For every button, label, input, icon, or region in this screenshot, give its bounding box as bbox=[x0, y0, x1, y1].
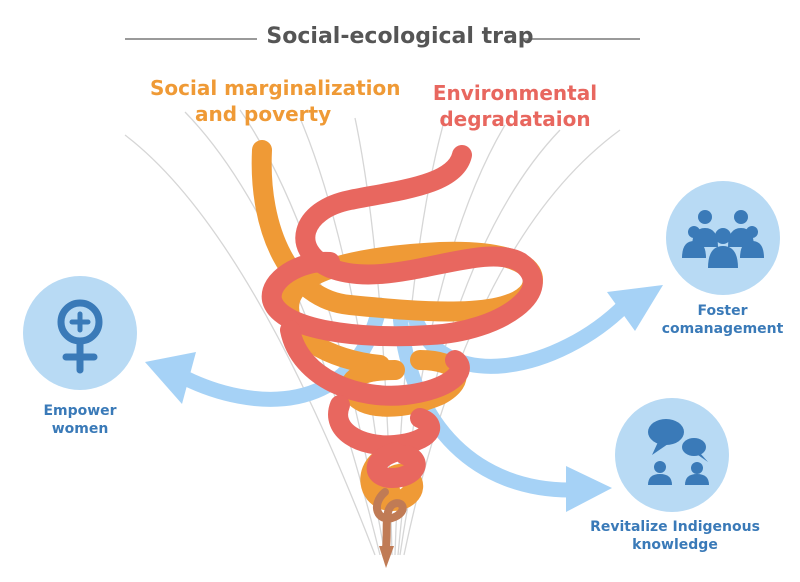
environmental-driver-label: Environmental degradataion bbox=[430, 80, 600, 132]
diagram-title: Social-ecological trap bbox=[266, 24, 534, 49]
title-rule-left bbox=[125, 38, 257, 40]
revitalize-caption-line-1: Revitalize Indigenous bbox=[590, 519, 760, 535]
trap-tail bbox=[372, 488, 407, 552]
arrow-head-foster bbox=[607, 285, 663, 331]
environmental-driver-line-2: degradataion bbox=[439, 107, 591, 131]
empower-women-circle bbox=[23, 276, 137, 390]
group-of-people-icon bbox=[682, 210, 764, 268]
tail-arrow-head bbox=[379, 546, 394, 568]
arrow-head-revitalize bbox=[566, 466, 612, 512]
foster-caption-line-2: comanagement bbox=[661, 321, 784, 337]
arrow-to-revitalize bbox=[392, 307, 578, 498]
empower-caption-line-2: women bbox=[51, 421, 109, 437]
revitalize-knowledge-circle bbox=[615, 398, 729, 512]
conversation-people-icon bbox=[648, 419, 709, 485]
revitalize-caption-line-2: knowledge bbox=[632, 537, 718, 553]
revitalize-knowledge-caption: Revitalize Indigenous knowledge bbox=[590, 518, 760, 554]
title-rule-right bbox=[522, 38, 640, 40]
empower-caption-line-1: Empower bbox=[43, 403, 117, 419]
arrow-heads bbox=[145, 285, 663, 512]
foster-comanagement-caption: Foster comanagement bbox=[650, 302, 795, 338]
arrow-head-empower bbox=[145, 352, 196, 404]
empower-women-caption: Empower women bbox=[20, 402, 140, 438]
environmental-ribbon bbox=[261, 145, 543, 489]
environmental-driver-line-1: Environmental bbox=[432, 81, 598, 105]
female-symbol-icon bbox=[57, 299, 103, 374]
social-driver-line-1: Social marginalization bbox=[150, 76, 401, 100]
social-driver-label: Social marginalization and poverty bbox=[150, 75, 401, 127]
foster-caption-line-1: Foster bbox=[697, 303, 748, 319]
social-driver-line-2: and poverty bbox=[195, 102, 332, 126]
